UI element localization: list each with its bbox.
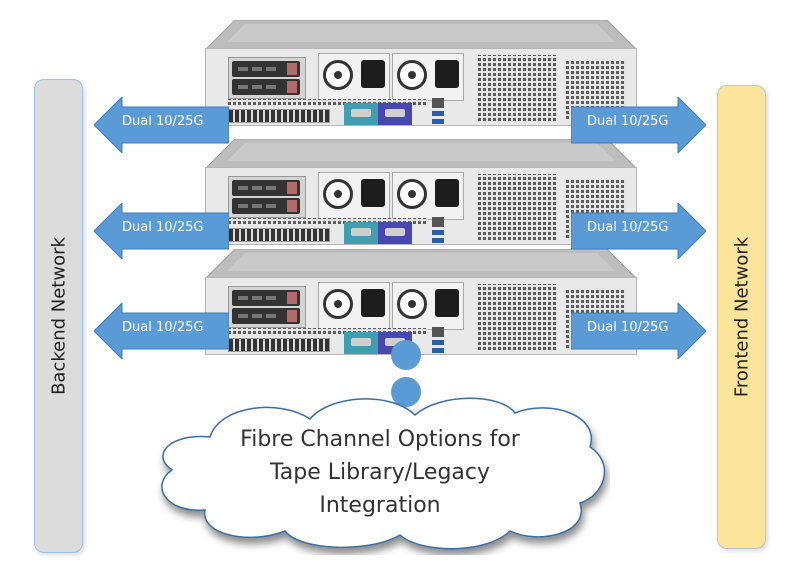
power-supply: [392, 282, 464, 330]
arrow-shape: [571, 97, 706, 153]
drive-tray: [232, 180, 300, 196]
arrow-shape: [571, 303, 706, 359]
serial-port: [344, 103, 378, 125]
server-chassis: [205, 20, 637, 128]
drive-tray: [232, 308, 300, 324]
usb-port: [432, 111, 444, 116]
frontend-network-label: Frontend Network: [731, 236, 752, 398]
pci-slot: [228, 338, 330, 352]
cloud-line-1: Fibre Channel Options for: [240, 427, 520, 452]
usb-port: [432, 340, 444, 345]
chassis-top: [205, 20, 637, 50]
fan-icon: [323, 289, 353, 319]
arrow-shape: [571, 203, 706, 259]
arrow-shape: [94, 97, 229, 153]
power-supply: [392, 53, 464, 101]
link-speed-label: Dual 10/25G: [122, 114, 204, 129]
vent-grille: [478, 174, 558, 240]
vent-strip: [228, 218, 428, 224]
usb-port: [432, 238, 444, 243]
power-socket-icon: [361, 179, 385, 207]
power-socket-icon: [435, 60, 459, 88]
power-supply: [318, 53, 390, 101]
fan-icon: [397, 179, 427, 209]
drive-tray: [232, 198, 300, 214]
cloud-shape: [161, 397, 606, 550]
backend-network-label: Backend Network: [48, 237, 69, 395]
link-speed-label: Dual 10/25G: [122, 320, 204, 335]
cloud-line-3: Integration: [319, 493, 441, 518]
chassis-rear-panel: [205, 167, 637, 245]
power-supply: [392, 172, 464, 220]
power-socket-icon: [435, 289, 459, 317]
vent-strip: [228, 328, 428, 334]
drive-bay: [228, 286, 306, 328]
fan-icon: [397, 289, 427, 319]
usb-port: [432, 348, 444, 353]
fan-icon: [323, 179, 353, 209]
drive-bay: [228, 57, 306, 99]
serial-port: [344, 222, 378, 244]
ethernet-port: [432, 217, 444, 227]
drive-tray: [232, 79, 300, 95]
power-supply: [318, 172, 390, 220]
pci-slot: [228, 109, 330, 123]
arrow-shape: [94, 203, 229, 259]
pci-slot: [228, 228, 330, 242]
power-supply: [318, 282, 390, 330]
ethernet-port: [432, 327, 444, 337]
power-socket-icon: [361, 60, 385, 88]
usb-port: [432, 230, 444, 235]
fibre-channel-cloud: Fibre Channel Options for Tape Library/L…: [150, 385, 610, 555]
frontend-network-bar: Frontend Network: [717, 85, 766, 549]
connector-dot-upper: [391, 340, 421, 370]
link-speed-label: Dual 10/25G: [122, 220, 204, 235]
ethernet-port: [432, 98, 444, 108]
drive-tray: [232, 61, 300, 77]
power-socket-icon: [361, 289, 385, 317]
backend-link-arrow: Dual 10/25G: [94, 203, 229, 259]
drive-tray: [232, 290, 300, 306]
power-socket-icon: [435, 179, 459, 207]
fan-icon: [323, 60, 353, 90]
fan-icon: [397, 60, 427, 90]
arrow-shape: [94, 303, 229, 359]
backend-link-arrow: Dual 10/25G: [94, 303, 229, 359]
chassis-rear-panel: [205, 48, 637, 126]
vga-port: [378, 103, 412, 125]
vent-grille: [478, 55, 558, 121]
cloud-line-2: Tape Library/Legacy: [269, 460, 491, 485]
frontend-link-arrow: Dual 10/25G: [571, 203, 706, 259]
link-speed-label: Dual 10/25G: [587, 320, 669, 335]
connector-dot-lower: [391, 377, 421, 407]
vga-port: [378, 222, 412, 244]
vent-grille: [478, 284, 558, 350]
frontend-link-arrow: Dual 10/25G: [571, 97, 706, 153]
frontend-link-arrow: Dual 10/25G: [571, 303, 706, 359]
backend-network-bar: Backend Network: [34, 79, 83, 553]
link-speed-label: Dual 10/25G: [587, 220, 669, 235]
vent-strip: [228, 99, 428, 105]
serial-port: [344, 332, 378, 354]
backend-link-arrow: Dual 10/25G: [94, 97, 229, 153]
chassis-top: [205, 249, 637, 279]
link-speed-label: Dual 10/25G: [587, 114, 669, 129]
usb-port: [432, 119, 444, 124]
server-chassis: [205, 139, 637, 247]
chassis-top: [205, 139, 637, 169]
cloud-text: Fibre Channel Options for Tape Library/L…: [150, 423, 610, 522]
drive-bay: [228, 176, 306, 218]
